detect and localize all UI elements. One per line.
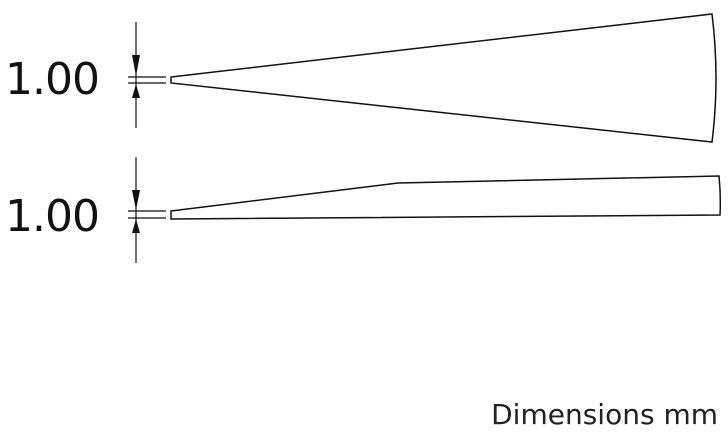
top-view-dimension xyxy=(128,22,166,128)
arrow-down-icon xyxy=(132,190,140,210)
top-view-outline xyxy=(170,13,717,143)
units-note: Dimensions mm xyxy=(491,398,718,431)
arrow-up-icon xyxy=(132,219,140,233)
arrow-up-icon xyxy=(132,84,140,98)
side-view-dimension-label: 1.00 xyxy=(5,191,100,242)
arrow-down-icon xyxy=(132,55,140,76)
top-view-dimension-label: 1.00 xyxy=(5,54,100,105)
side-view-dimension xyxy=(128,157,166,263)
side-view-outline xyxy=(170,175,722,220)
